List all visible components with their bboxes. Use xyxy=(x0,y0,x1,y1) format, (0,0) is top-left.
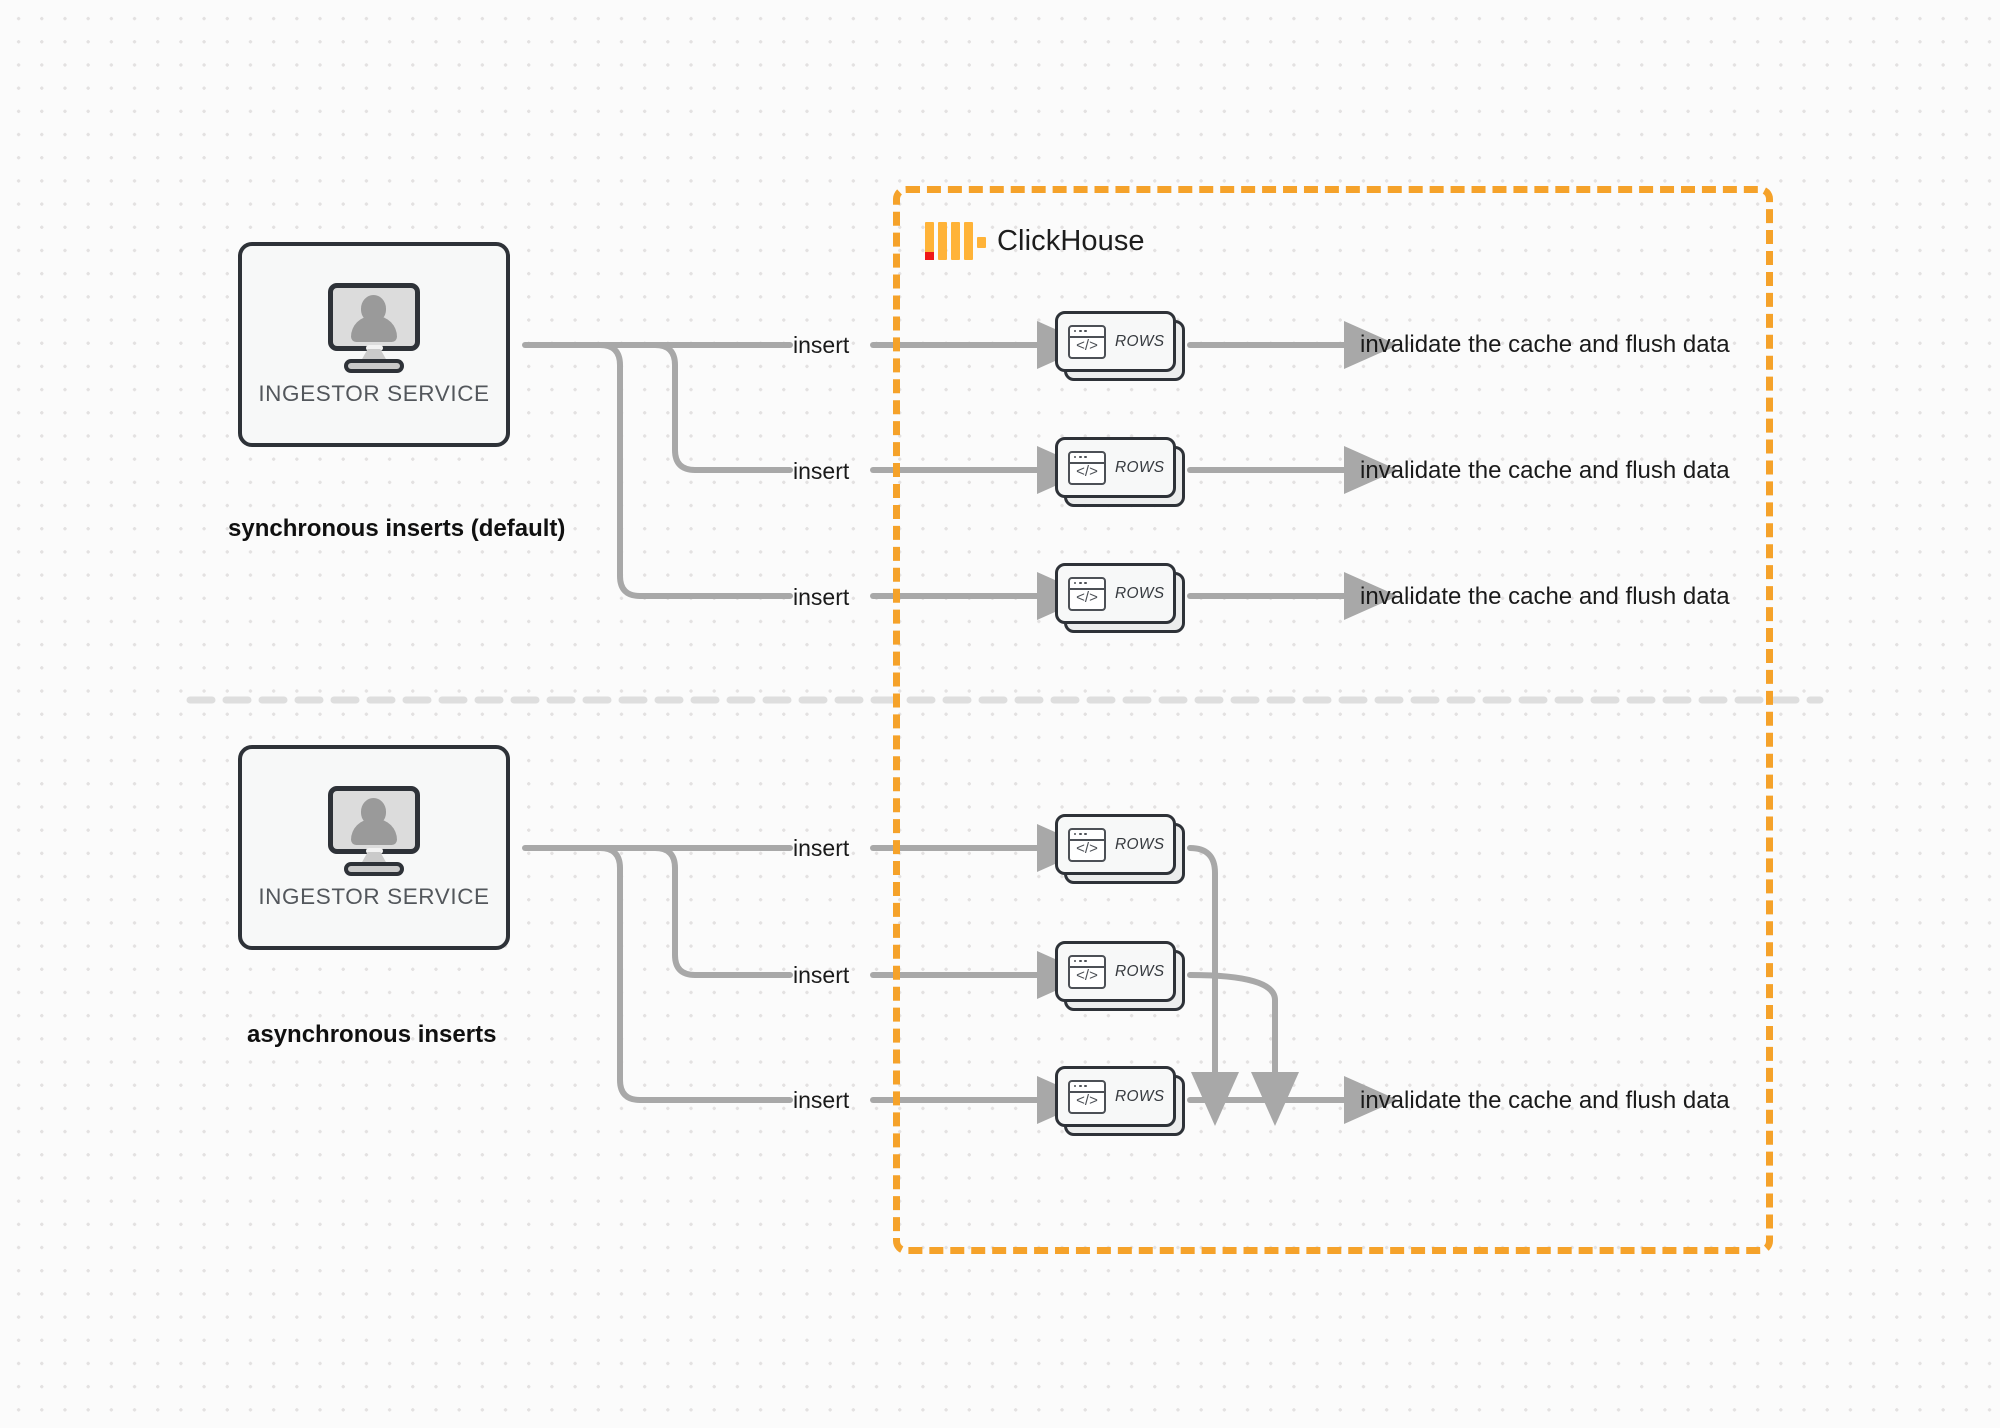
wire-sync-branch-row2 xyxy=(652,342,793,473)
insert-label-async-3: insert xyxy=(793,1087,850,1113)
insert-label-sync-2: insert xyxy=(793,458,850,484)
code-window-icon: </> xyxy=(1068,954,1106,989)
insert-label-sync-3: insert xyxy=(793,584,850,610)
monitor-user-icon xyxy=(322,785,426,878)
code-window-icon: </> xyxy=(1068,324,1106,359)
rows-card-label: ROWS xyxy=(1115,458,1165,476)
rows-card-async-1[interactable]: </> ROWS xyxy=(1055,814,1185,884)
monitor-user-icon xyxy=(322,282,426,375)
flush-label-sync-3: invalidate the cache and flush data xyxy=(1360,583,1730,610)
wire-async-branch-row2 xyxy=(652,845,793,978)
ingestor-service-label-async: INGESTOR SERVICE xyxy=(258,883,490,909)
flush-label-sync-2: invalidate the cache and flush data xyxy=(1360,457,1730,484)
rows-card-sync-1[interactable]: </> ROWS xyxy=(1055,311,1185,381)
ingestor-service-sync[interactable]: INGESTOR SERVICE xyxy=(238,242,510,447)
insert-label-async-1: insert xyxy=(793,835,850,861)
rows-card-label: ROWS xyxy=(1115,584,1165,602)
rows-card-sync-3[interactable]: </> ROWS xyxy=(1055,563,1185,633)
flush-label-async-merged: invalidate the cache and flush data xyxy=(1360,1087,1730,1114)
rows-card-sync-2[interactable]: </> ROWS xyxy=(1055,437,1185,507)
clickhouse-header: ClickHouse xyxy=(925,218,1145,264)
clickhouse-logo-icon xyxy=(925,222,986,260)
ingestor-service-label-sync: INGESTOR SERVICE xyxy=(258,380,490,406)
rows-card-label: ROWS xyxy=(1115,332,1165,350)
insert-label-async-2: insert xyxy=(793,962,850,988)
rows-card-async-3[interactable]: </> ROWS xyxy=(1055,1066,1185,1136)
code-window-icon: </> xyxy=(1068,450,1106,485)
code-window-icon: </> xyxy=(1068,576,1106,611)
ingestor-service-async[interactable]: INGESTOR SERVICE xyxy=(238,745,510,950)
code-window-icon: </> xyxy=(1068,827,1106,862)
wire-async-merge-row1 xyxy=(1187,845,1239,1126)
clickhouse-boundary xyxy=(893,186,1773,1254)
rows-card-label: ROWS xyxy=(1115,835,1165,853)
wire-sync-branch-row3 xyxy=(597,342,793,599)
rows-card-label: ROWS xyxy=(1115,962,1165,980)
wire-async-merge-row2 xyxy=(1187,972,1299,1126)
code-window-icon: </> xyxy=(1068,1079,1106,1114)
flush-label-sync-1: invalidate the cache and flush data xyxy=(1360,331,1730,358)
caption-synchronous: synchronous inserts (default) xyxy=(228,515,566,542)
wire-async-branch-row3 xyxy=(597,845,793,1103)
rows-card-label: ROWS xyxy=(1115,1087,1165,1105)
rows-card-async-2[interactable]: </> ROWS xyxy=(1055,941,1185,1011)
caption-asynchronous: asynchronous inserts xyxy=(247,1021,497,1048)
insert-label-sync-1: insert xyxy=(793,332,850,358)
clickhouse-label: ClickHouse xyxy=(997,224,1145,257)
